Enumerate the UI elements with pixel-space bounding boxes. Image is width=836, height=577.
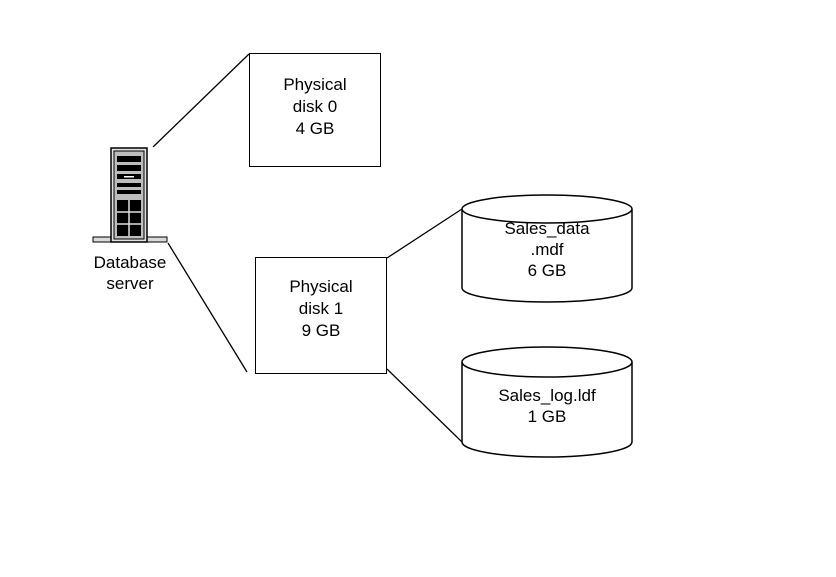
file-data-label: Sales_data .mdf 6 GB	[462, 218, 632, 281]
physical-disk-0-box: Physical disk 0 4 GB	[249, 53, 381, 167]
file-data-cylinder	[461, 194, 633, 303]
disk1-line1: Physical	[289, 277, 353, 296]
connector-server-disk1	[167, 242, 248, 373]
connector-server-disk0	[152, 53, 250, 148]
file-log-line2: 1 GB	[527, 407, 567, 426]
server-tower-icon	[92, 147, 168, 243]
connector-disk1-file-log	[386, 368, 463, 443]
file-data-line2: .mdf	[530, 240, 564, 259]
disk0-line3: 4 GB	[295, 119, 335, 138]
file-log-line1: Sales_log.ldf	[498, 386, 596, 405]
physical-disk-1-box: Physical disk 1 9 GB	[255, 257, 387, 374]
file-log-label: Sales_log.ldf 1 GB	[462, 385, 632, 427]
connector-disk1-file-data	[386, 208, 463, 259]
disk0-line2: disk 0	[292, 97, 338, 116]
server-label: Database server	[78, 252, 182, 294]
disk1-line2: disk 1	[298, 299, 344, 318]
disk0-line1: Physical	[283, 75, 347, 94]
disk1-line3: 9 GB	[301, 321, 341, 340]
server-label-line1: Database	[93, 253, 167, 272]
file-data-line1: Sales_data	[504, 219, 590, 238]
server-label-line2: server	[106, 274, 154, 293]
file-log-cylinder	[461, 346, 633, 458]
file-data-line3: 6 GB	[527, 261, 567, 280]
